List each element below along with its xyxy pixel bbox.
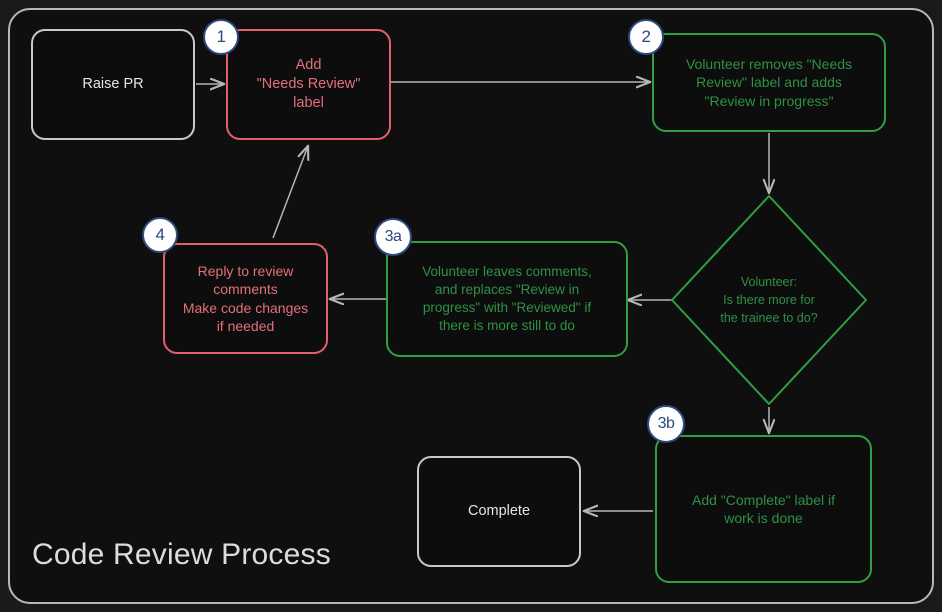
node-leaves-comments-line4: there is more still to do [439,317,575,333]
node-decision-more-work[interactable]: Volunteer: Is there more for the trainee… [672,196,866,404]
node-leaves-comments-line3: progress" with "Reviewed" if [422,300,592,315]
node-volunteer-leaves-comments[interactable]: Volunteer leaves comments, and replaces … [386,241,628,357]
node-volunteer-removes-line3: "Review in progress" [704,92,834,109]
node-volunteer-removes-line2: Review" label and adds [696,74,842,91]
node-add-needs-review-label[interactable]: Add "Needs Review" label [226,29,391,140]
node-reply-line2: comments [213,281,278,298]
node-reply-to-review-comments[interactable]: Reply to review comments Make code chang… [163,243,328,354]
node-decision-line3: the trainee to do? [720,311,818,326]
node-complete[interactable]: Complete [417,456,581,567]
badge-step-3b[interactable]: 3b [647,405,685,443]
node-leaves-comments-line2: and replaces "Review in [434,282,580,298]
edge-reply-to-add-label [272,146,308,239]
node-reply-line1: Reply to review [197,262,294,279]
node-add-complete-line2: work is done [724,510,803,526]
node-raise-pr[interactable]: Raise PR [31,29,195,140]
node-add-label-line1: Add [295,56,322,73]
node-volunteer-removes-label[interactable]: Volunteer removes "Needs Review" label a… [652,33,886,132]
node-raise-pr-label: Raise PR [82,75,144,92]
node-add-complete-line1: Add "Complete" label if [691,491,835,508]
node-reply-line4: if needed [216,317,275,334]
badge-step-2[interactable]: 2 [628,19,664,55]
badge-step-1[interactable]: 1 [203,19,239,55]
node-add-complete-label[interactable]: Add "Complete" label if work is done [655,435,872,583]
node-add-label-line2: "Needs Review" [256,75,361,92]
decision-diamond [671,195,867,405]
diagram-title: Code Review Process [32,538,331,571]
badge-step-3a-label: 3a [384,228,402,245]
node-add-label-line3: label [293,95,324,112]
node-volunteer-removes-line1: Volunteer removes "Needs [685,55,853,72]
badge-step-4-label: 4 [155,225,165,244]
node-leaves-comments-line1: Volunteer leaves comments, [422,264,592,280]
node-decision-line2: Is there more for [723,292,815,307]
badge-step-4[interactable]: 4 [142,217,178,253]
badge-step-3a[interactable]: 3a [374,218,412,256]
badge-step-1-label: 1 [216,27,226,46]
node-decision-line1: Volunteer: [740,274,798,289]
badge-step-2-label: 2 [641,27,651,46]
badge-step-3b-label: 3b [657,415,675,432]
node-reply-line3: Make code changes [182,299,309,316]
node-complete-label: Complete [467,502,531,519]
